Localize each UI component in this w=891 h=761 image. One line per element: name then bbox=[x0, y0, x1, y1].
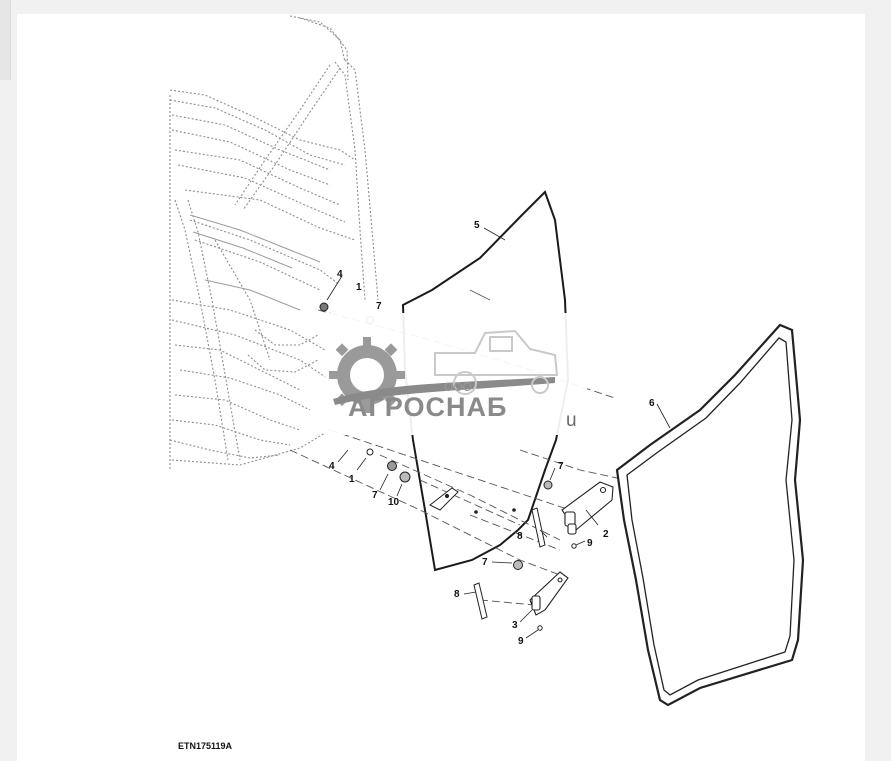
callout-7: 7 bbox=[482, 557, 488, 568]
hinge-lower bbox=[529, 571, 569, 616]
cab-frame bbox=[169, 15, 379, 470]
watermark-brand: АГРОСНАБ bbox=[348, 392, 508, 422]
callout-5: 5 bbox=[474, 220, 480, 231]
callout-7: 7 bbox=[376, 301, 382, 312]
callout-leaders bbox=[326, 227, 671, 639]
wheat-swoosh bbox=[333, 377, 555, 405]
glass-inner-line bbox=[469, 289, 491, 301]
glass-mount-plate bbox=[429, 487, 516, 514]
washer-7-d bbox=[513, 560, 523, 570]
small-screws bbox=[537, 543, 577, 631]
callout-1: 1 bbox=[356, 282, 362, 293]
callout-1: 1 bbox=[349, 474, 355, 485]
watermark-logo bbox=[329, 329, 559, 413]
watermark-ooo: ООО bbox=[444, 380, 473, 394]
callout-4: 4 bbox=[337, 269, 343, 280]
washer-7-b bbox=[387, 461, 397, 471]
callout-10: 10 bbox=[388, 497, 400, 508]
washer-7-c bbox=[543, 480, 553, 490]
washer-top-left bbox=[319, 302, 329, 312]
callout-9: 9 bbox=[587, 538, 593, 549]
callout-7: 7 bbox=[558, 461, 564, 472]
callout-6: 6 bbox=[649, 398, 655, 409]
figure-id: ETN175119A bbox=[178, 741, 233, 751]
callout-4: 4 bbox=[329, 461, 335, 472]
callout-7: 7 bbox=[372, 490, 378, 501]
washer-1-b bbox=[366, 448, 374, 456]
callout-8: 8 bbox=[517, 531, 523, 542]
callout-3: 3 bbox=[512, 620, 518, 631]
fasteners bbox=[319, 302, 553, 570]
callout-labels: 5 6 4 1 7 4 1 7 10 7 2 8 9 7 8 3 9 bbox=[329, 220, 655, 647]
callout-2: 2 bbox=[603, 529, 609, 540]
door-seal bbox=[615, 323, 805, 707]
hinge-upper bbox=[561, 481, 614, 535]
watermark-suffix: u bbox=[566, 410, 577, 431]
door-glass-panel bbox=[401, 190, 570, 572]
page-gutter bbox=[0, 0, 11, 80]
callout-9: 9 bbox=[518, 636, 524, 647]
washer-10 bbox=[399, 471, 411, 483]
cab-frame-solid-detail bbox=[189, 214, 321, 311]
harvester-icon bbox=[434, 329, 559, 395]
callout-8: 8 bbox=[454, 589, 460, 600]
hinge-pins bbox=[473, 507, 546, 620]
